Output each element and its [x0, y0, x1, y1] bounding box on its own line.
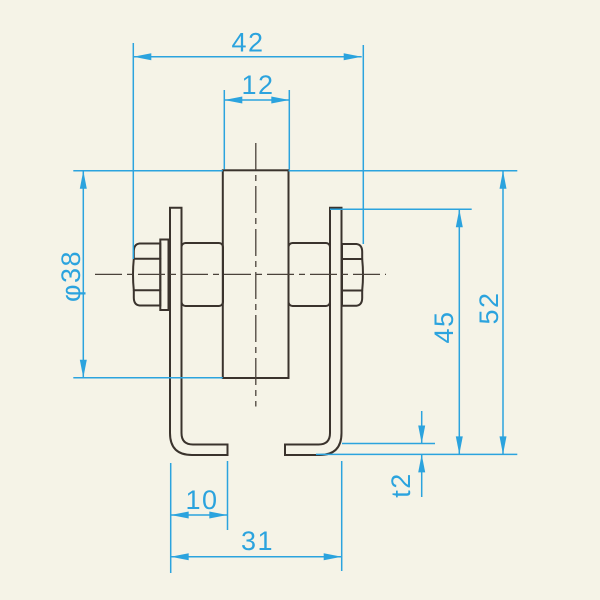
dim-label-roller-width: 12 — [241, 70, 274, 100]
arrowhead-10-left — [170, 511, 189, 519]
dim-label-bracket-outer-width: 31 — [241, 526, 274, 556]
arrowhead-t2-upper — [418, 425, 426, 444]
dim-label-plate-thickness: t2 — [386, 472, 416, 498]
dim-label-top-width: 42 — [231, 28, 264, 58]
arrowhead-t2-lower — [418, 454, 426, 473]
left-bracket-plate — [169, 206, 229, 456]
arrowhead-52-bottom — [499, 436, 507, 455]
arrowhead-42-right — [343, 53, 362, 61]
dim-label-bracket-height: 45 — [429, 310, 459, 343]
arrowhead-38-bottom — [79, 359, 87, 378]
arrowhead-45-bottom — [455, 436, 463, 455]
object-geometry — [95, 143, 386, 456]
bolt-head — [132, 242, 162, 307]
arrowhead-31-right — [323, 553, 342, 561]
dim-label-foot-length: 10 — [185, 485, 218, 515]
arrowhead-45-top — [455, 209, 463, 228]
dim-label-roller-diameter: φ38 — [56, 250, 86, 302]
arrowhead-12-left — [224, 96, 243, 104]
arrowhead-52-top — [499, 170, 507, 189]
arrowhead-42-left — [133, 53, 152, 61]
arrowhead-31-left — [170, 553, 189, 561]
arrowhead-38-top — [79, 170, 87, 189]
arrowhead-12-right — [271, 96, 290, 104]
dimension-annotations: 42 12 φ38 45 52 t2 10 — [56, 28, 518, 573]
nut — [341, 243, 364, 307]
arrowhead-10-right — [209, 511, 228, 519]
dim-label-overall-height: 52 — [474, 291, 504, 324]
right-bracket-plate — [284, 206, 343, 456]
